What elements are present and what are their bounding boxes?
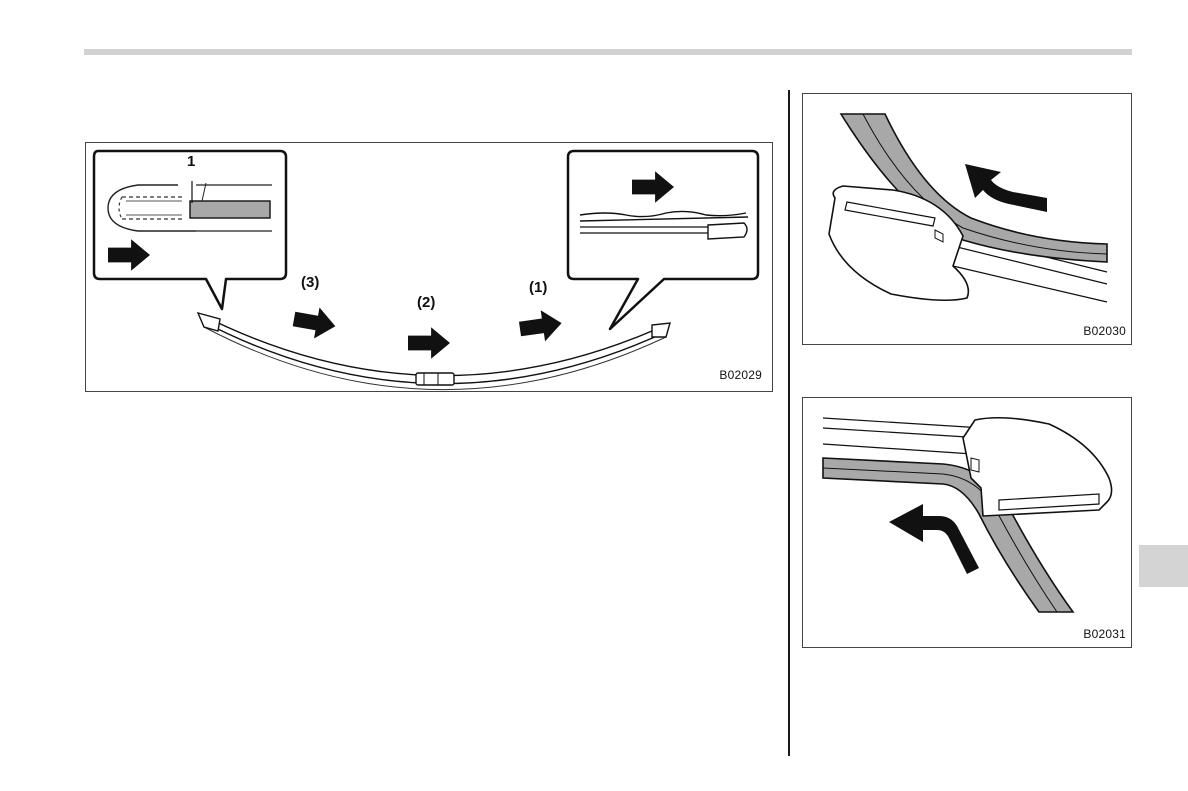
- figure-code: B02029: [719, 368, 762, 382]
- section-tab: [1139, 545, 1188, 587]
- step-label-2: (2): [417, 294, 435, 311]
- left-callout: [94, 151, 286, 309]
- figure-code: B02031: [1083, 627, 1126, 641]
- step-label-1: (1): [529, 279, 547, 296]
- figure-blade-insert: B02030: [802, 93, 1132, 345]
- figure-wiper-blade-removal: 1 (3) (2) (1) B02029: [85, 142, 773, 392]
- header-rule: [84, 49, 1132, 55]
- column-divider: [788, 90, 790, 756]
- figure-blade-remove: B02031: [802, 397, 1132, 648]
- blade-insert-illustration: [803, 94, 1133, 346]
- blade-remove-illustration: [803, 398, 1133, 649]
- part-number-label: 1: [187, 153, 195, 170]
- wiper-blade-illustration: [86, 143, 774, 393]
- figure-code: B02030: [1083, 324, 1126, 338]
- step-label-3: (3): [301, 274, 319, 291]
- wiper-blade: [198, 303, 670, 389]
- right-callout: [568, 151, 758, 329]
